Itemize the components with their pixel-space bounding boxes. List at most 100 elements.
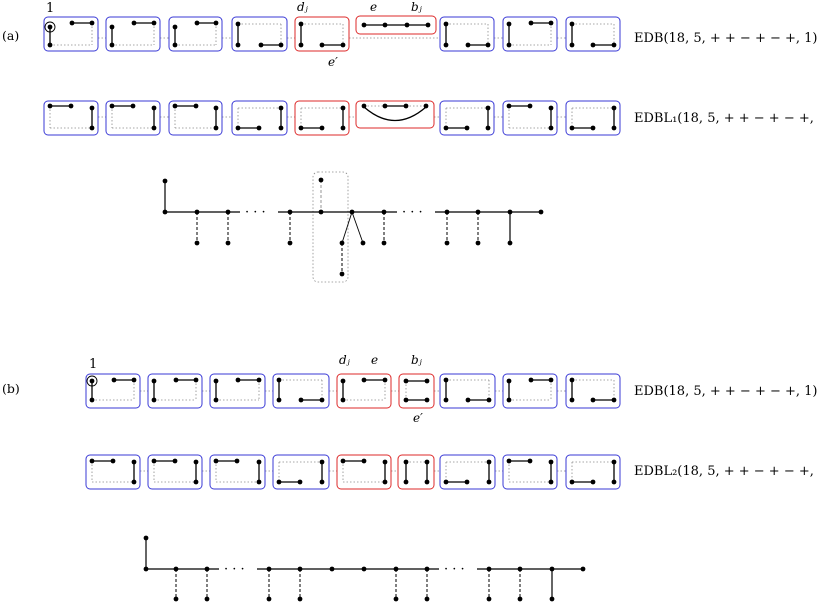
node xyxy=(278,42,284,48)
blue-block-frame xyxy=(502,373,558,409)
node xyxy=(548,20,554,26)
edb-block xyxy=(231,16,288,52)
node xyxy=(464,479,470,485)
node xyxy=(424,566,430,572)
blue-block-frame xyxy=(502,16,558,52)
edbl-block xyxy=(85,454,141,490)
node xyxy=(225,240,231,246)
node xyxy=(276,479,282,485)
panel-a-label: (a) xyxy=(2,28,19,43)
blue-block-frame xyxy=(565,454,621,490)
row-label-edb: EDB(18, 5, + + − + − +, 1) xyxy=(634,384,818,399)
blue-block-frame xyxy=(502,454,558,490)
node xyxy=(465,42,471,48)
node xyxy=(486,596,492,602)
node xyxy=(443,42,449,48)
edb-block xyxy=(565,373,621,409)
red-block-frame xyxy=(397,454,435,490)
panel-a: (a) xyxy=(2,0,818,283)
node xyxy=(382,103,388,109)
node xyxy=(403,103,409,109)
node xyxy=(361,377,367,383)
node xyxy=(339,240,345,246)
node xyxy=(569,377,575,383)
node xyxy=(403,459,409,465)
edb-block xyxy=(272,373,330,409)
row-label-edbl2: EDBL₂(18, 5, + + − + − +, 1) xyxy=(634,464,818,479)
node xyxy=(213,125,219,131)
node xyxy=(361,566,367,572)
node xyxy=(475,240,481,246)
edbl-block-highlight xyxy=(355,100,435,129)
node xyxy=(256,479,262,485)
edb-block xyxy=(565,16,621,52)
node xyxy=(475,209,481,215)
label-dj: dⱼ xyxy=(297,0,309,14)
panel-b-tree: · · · · · · xyxy=(143,535,586,602)
node xyxy=(548,479,554,485)
node xyxy=(319,397,325,403)
node xyxy=(204,596,210,602)
blue-block-frame xyxy=(43,100,99,136)
dotted-region xyxy=(312,171,349,283)
node xyxy=(507,209,513,215)
node xyxy=(538,209,544,215)
node xyxy=(287,209,293,215)
node xyxy=(266,566,272,572)
node xyxy=(403,378,409,384)
edbl-block xyxy=(105,100,161,136)
node xyxy=(298,42,304,48)
node xyxy=(506,42,512,48)
blue-block-frame xyxy=(272,454,330,490)
red-block-frame xyxy=(355,100,435,129)
node xyxy=(548,377,554,383)
node xyxy=(162,178,168,184)
node xyxy=(204,566,210,572)
panel-a-tree: · · · · · · xyxy=(162,171,544,283)
panel-b: (b) xyxy=(2,353,818,602)
node xyxy=(486,397,492,403)
ellipsis-right: · · · xyxy=(402,205,423,220)
edb-block xyxy=(502,373,558,409)
node xyxy=(381,240,387,246)
red-block-frame xyxy=(336,454,392,490)
node xyxy=(110,458,116,464)
node xyxy=(569,125,575,131)
label-e: e xyxy=(371,353,378,367)
blue-block-frame xyxy=(209,454,266,490)
node xyxy=(382,479,388,485)
node xyxy=(319,459,325,465)
edbl-block xyxy=(168,100,223,136)
label-bj: bⱼ xyxy=(411,353,423,367)
node xyxy=(194,240,200,246)
node xyxy=(235,377,241,383)
node xyxy=(266,596,272,602)
node xyxy=(424,479,430,485)
node xyxy=(340,458,346,464)
node xyxy=(69,20,75,26)
node xyxy=(444,209,450,215)
node xyxy=(276,377,282,383)
blue-block-frame xyxy=(502,100,558,136)
node xyxy=(235,21,241,27)
node xyxy=(131,20,137,26)
edb-block xyxy=(439,373,496,409)
root-ring xyxy=(86,375,98,387)
node xyxy=(143,566,149,572)
node xyxy=(47,103,53,109)
node xyxy=(89,458,95,464)
node xyxy=(360,240,366,246)
edbl-block xyxy=(439,454,496,490)
node xyxy=(235,42,241,48)
node xyxy=(278,105,284,111)
node xyxy=(172,458,178,464)
node xyxy=(89,397,95,403)
node xyxy=(528,377,534,383)
node xyxy=(443,397,449,403)
node xyxy=(569,42,575,48)
node xyxy=(213,397,219,403)
node xyxy=(548,459,554,465)
blue-block-frame xyxy=(105,100,161,136)
edb-block xyxy=(85,373,141,409)
node xyxy=(172,42,178,48)
